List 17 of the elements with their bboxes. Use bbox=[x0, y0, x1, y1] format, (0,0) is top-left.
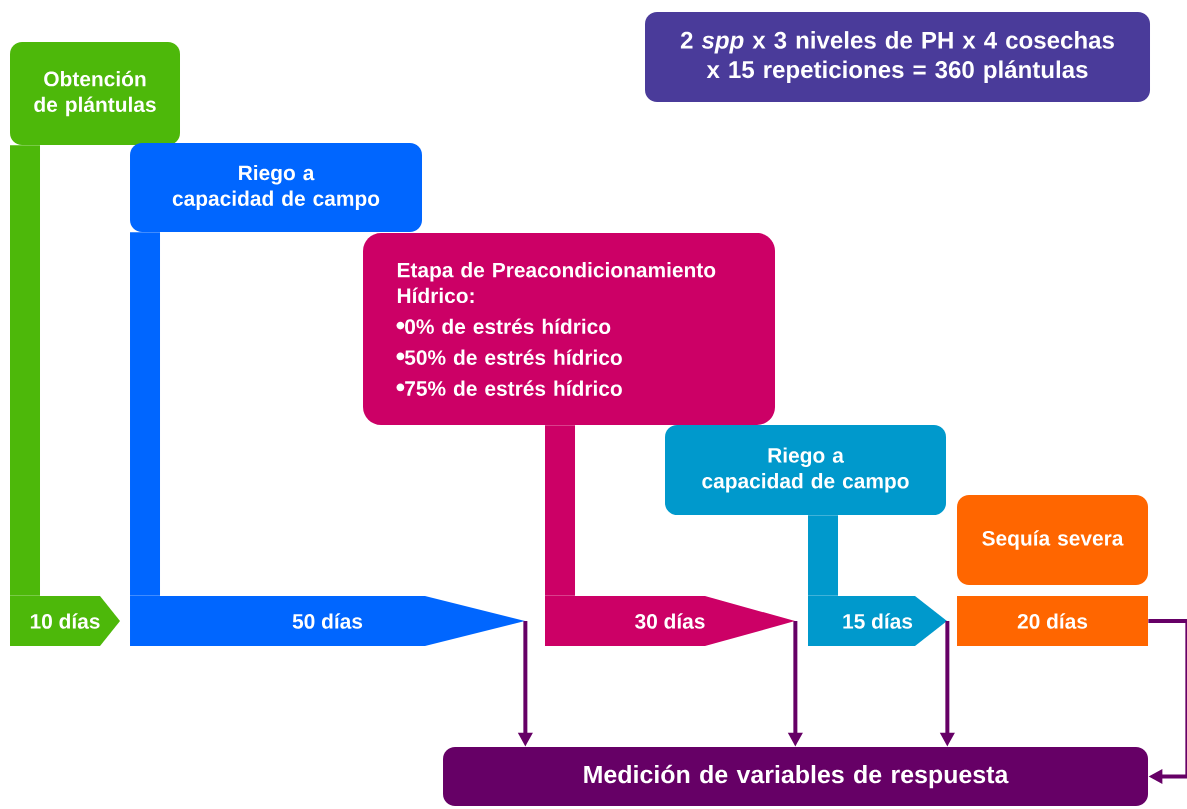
stage-box: Etapa de Preacondicionamiento Hídrico: 0% de estrés hídrico 50% de estrés hídrico 75% de estrés hídrico bbox=[363, 233, 775, 425]
connector-band bbox=[10, 145, 40, 596]
header-box: 2 spp x 3 niveles de PH x 4 cosechas x 15 repeticiones = 360 plántulas bbox=[645, 12, 1150, 102]
timeline-segment: 50 días bbox=[130, 596, 525, 646]
stage-box: Sequía severa bbox=[957, 495, 1148, 585]
connector-band bbox=[130, 232, 160, 596]
result-box: Medición de variables de respuesta bbox=[443, 747, 1148, 806]
connector-band bbox=[808, 515, 838, 596]
arrow bbox=[1148, 619, 1187, 785]
timeline-segment: 20 días bbox=[957, 596, 1148, 646]
stage-box: Riego a capacidad de campo bbox=[665, 425, 946, 515]
timeline-segment: 30 días bbox=[545, 596, 795, 646]
stage-box: Obtención de plántulas bbox=[10, 42, 180, 145]
timeline-segment: 10 días bbox=[10, 596, 120, 646]
timeline-segment: 15 días bbox=[808, 596, 947, 646]
connector-band bbox=[545, 425, 575, 596]
stage-box: Riego a capacidad de campo bbox=[130, 143, 422, 232]
